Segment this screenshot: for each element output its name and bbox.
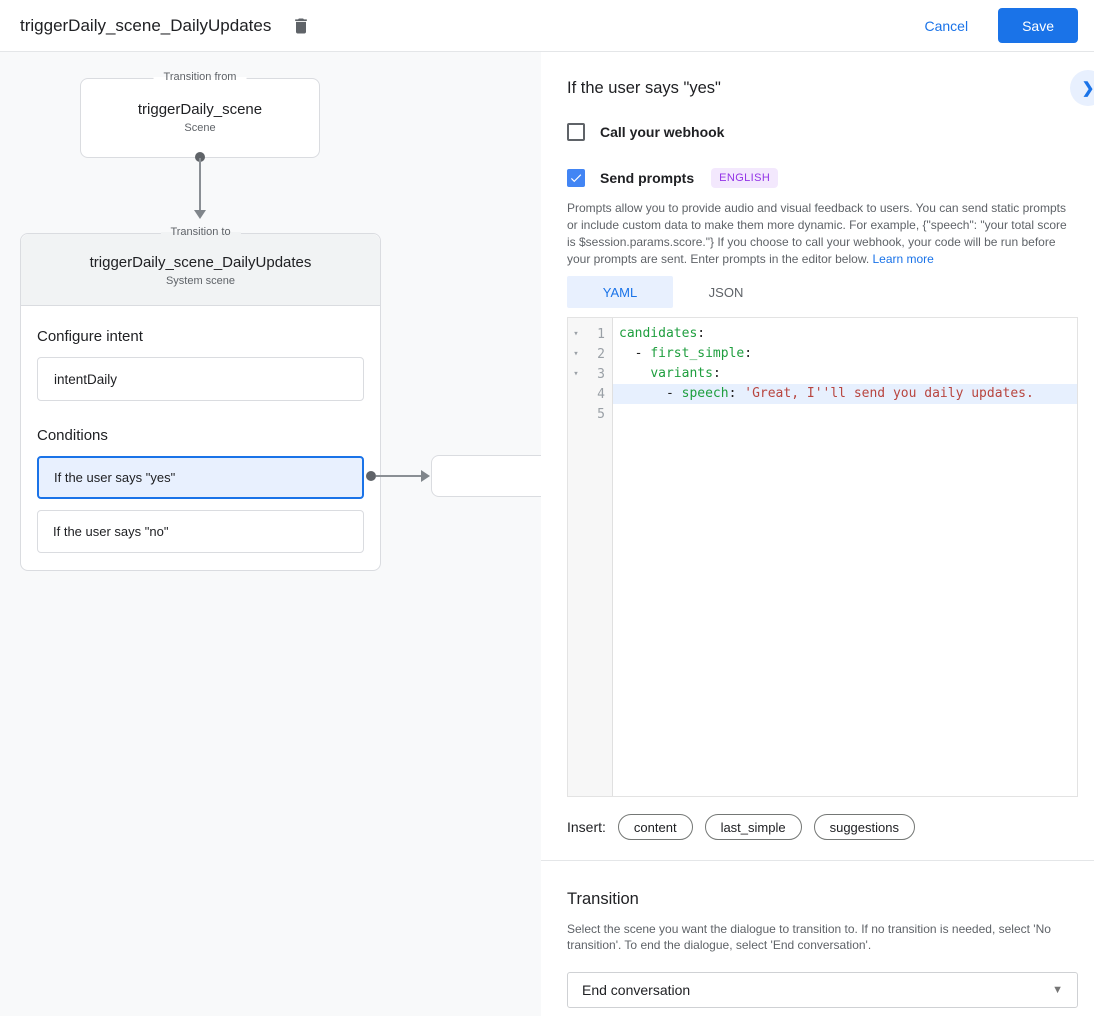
transition-from-legend: Transition from [153,71,247,83]
yaml-punct: : [744,346,753,361]
diagram-canvas[interactable]: Transition from triggerDaily_scene Scene… [0,52,541,1016]
panel-title: If the user says "yes" [567,79,721,97]
condition-item-yes[interactable]: If the user says "yes" [37,456,364,499]
line-number: 2 [597,346,605,362]
cancel-button[interactable]: Cancel [924,17,969,34]
yaml-key: variants [650,366,713,381]
intent-field[interactable]: intentDaily [37,357,364,401]
line-number: 5 [597,406,605,422]
prompts-checkbox[interactable] [567,169,585,187]
editor-format-tabs: YAML JSON [567,276,1078,308]
transition-select-value: End conversation [582,982,691,998]
prompts-description: Prompts allow you to provide audio and v… [567,200,1078,268]
transition-target-node[interactable] [431,455,541,497]
code-line-4-highlighted[interactable]: - speech: 'Great, I''ll send you daily u… [613,384,1077,404]
condition-detail-panel: ❯ If the user says "yes" Call your webho… [541,52,1094,1016]
editor-gutter: ▾ 1 ▾ 2 ▾ 3 4 5 [568,318,613,796]
yaml-punct: - [619,386,682,401]
arrow-down-icon [194,210,206,219]
chevron-right-icon: ❯ [1081,80,1094,97]
connector-dot [366,471,376,481]
code-line-2[interactable]: - first_simple: [613,344,1077,364]
collapse-panel-button[interactable]: ❯ [1070,70,1094,106]
language-badge: ENGLISH [711,168,779,188]
yaml-punct: : [697,326,706,341]
line-number: 3 [597,366,605,382]
from-node-subtitle: Scene [184,122,216,134]
fold-arrow-icon[interactable]: ▾ [573,329,579,339]
yaml-key: candidates [619,326,698,341]
prompt-code-editor[interactable]: ▾ 1 ▾ 2 ▾ 3 4 5 [567,317,1078,797]
section-divider [541,860,1094,861]
to-node-title: triggerDaily_scene_DailyUpdates [89,254,312,271]
top-bar: triggerDaily_scene_DailyUpdates Cancel S… [0,0,1094,52]
page-title: triggerDaily_scene_DailyUpdates [20,15,272,35]
connector-line-horizontal [376,475,421,477]
transition-to-legend: Transition to [160,226,241,238]
insert-chip-suggestions[interactable]: suggestions [813,814,915,840]
connector-line-vertical [199,158,201,210]
yaml-key: first_simple [650,346,745,361]
code-line-3[interactable]: variants: [613,364,1077,384]
code-line-5[interactable] [613,404,1077,424]
from-node-title: triggerDaily_scene [137,101,263,118]
to-node-header: triggerDaily_scene_DailyUpdates System s… [21,234,380,306]
editor-code-area[interactable]: candidates: - first_simple: variants: - … [613,318,1077,796]
transition-to-node[interactable]: Transition to triggerDaily_scene_DailyUp… [20,226,381,571]
yaml-string: 'Great, I''ll send you daily updates. [744,386,1034,401]
prompts-checkbox-row[interactable]: Send prompts ENGLISH [567,168,1078,188]
tab-json[interactable]: JSON [708,284,744,300]
yaml-punct: : [728,386,745,401]
prompts-description-text: Prompts allow you to provide audio and v… [567,201,1067,266]
code-line-1[interactable]: candidates: [613,324,1077,344]
transition-description: Select the scene you want the dialogue t… [567,922,1051,952]
yaml-punct: - [619,346,651,361]
learn-more-link[interactable]: Learn more [872,252,934,266]
fold-arrow-icon[interactable]: ▾ [573,349,579,359]
configure-intent-label: Configure intent [37,328,143,345]
delete-button[interactable] [287,12,315,40]
line-number: 4 [597,386,605,402]
checkmark-icon [570,174,582,183]
transition-section-title: Transition [567,890,639,908]
arrow-right-icon [421,470,430,482]
condition-item-no[interactable]: If the user says "no" [37,510,364,553]
fold-arrow-icon[interactable]: ▾ [573,369,579,379]
trash-icon [295,18,308,33]
prompts-checkbox-label: Send prompts [600,170,695,186]
insert-chip-content[interactable]: content [617,814,693,840]
to-node-subtitle: System scene [165,275,236,287]
yaml-key: speech [681,386,729,401]
insert-label: Insert: [567,819,606,835]
dropdown-caret-icon: ▼ [1052,984,1063,996]
webhook-checkbox[interactable] [567,123,585,141]
save-button[interactable]: Save [998,8,1078,43]
tab-yaml[interactable]: YAML [567,276,673,308]
insert-chips-row: Insert: content last_simple suggestions [567,814,1078,840]
webhook-checkbox-row[interactable]: Call your webhook [567,123,1078,141]
conditions-label: Conditions [37,427,108,444]
transition-from-node[interactable]: Transition from triggerDaily_scene Scene [80,71,320,158]
intent-value: intentDaily [54,371,118,387]
webhook-checkbox-label: Call your webhook [600,124,725,140]
yaml-punct [619,366,650,381]
line-number: 1 [597,326,605,342]
yaml-punct: : [712,366,721,381]
connector-dot [195,152,205,162]
transition-select[interactable]: End conversation ▼ [567,972,1078,1008]
insert-chip-last-simple[interactable]: last_simple [704,814,802,840]
